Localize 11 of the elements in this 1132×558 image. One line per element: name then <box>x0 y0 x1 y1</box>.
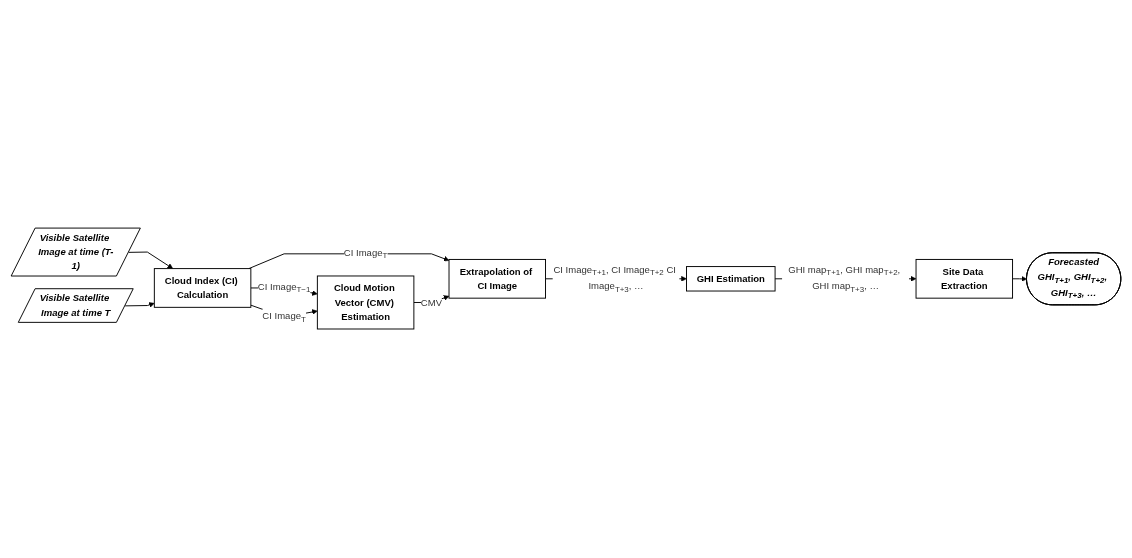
node-box: Cloud Index (CI) Calculation <box>153 268 252 309</box>
edge-label: CI Image$_{T}$ <box>343 247 388 261</box>
node-box: Cloud Motion Vector (CMV) Estimation <box>316 275 415 330</box>
edge-label: GHI map$_{T+1}$, GHI map$_{T+2}$, GHI map$_{T+3}$, … <box>788 264 901 294</box>
node-box: Extrapolation of CI Image <box>448 259 547 300</box>
node-box: Site Data Extraction <box>915 259 1014 300</box>
edge-label: CI Image$_{T+1}$, CI Image$_{T+2}$ CI Image$_{T+3}$, … <box>553 264 676 294</box>
edge-label: CMV <box>420 297 443 308</box>
node-box: GHI Estimation <box>686 266 776 292</box>
edge-label: CI Image$_{T}$ <box>262 310 306 324</box>
edge-label: CI Image$_{T−1}$ <box>257 281 311 295</box>
